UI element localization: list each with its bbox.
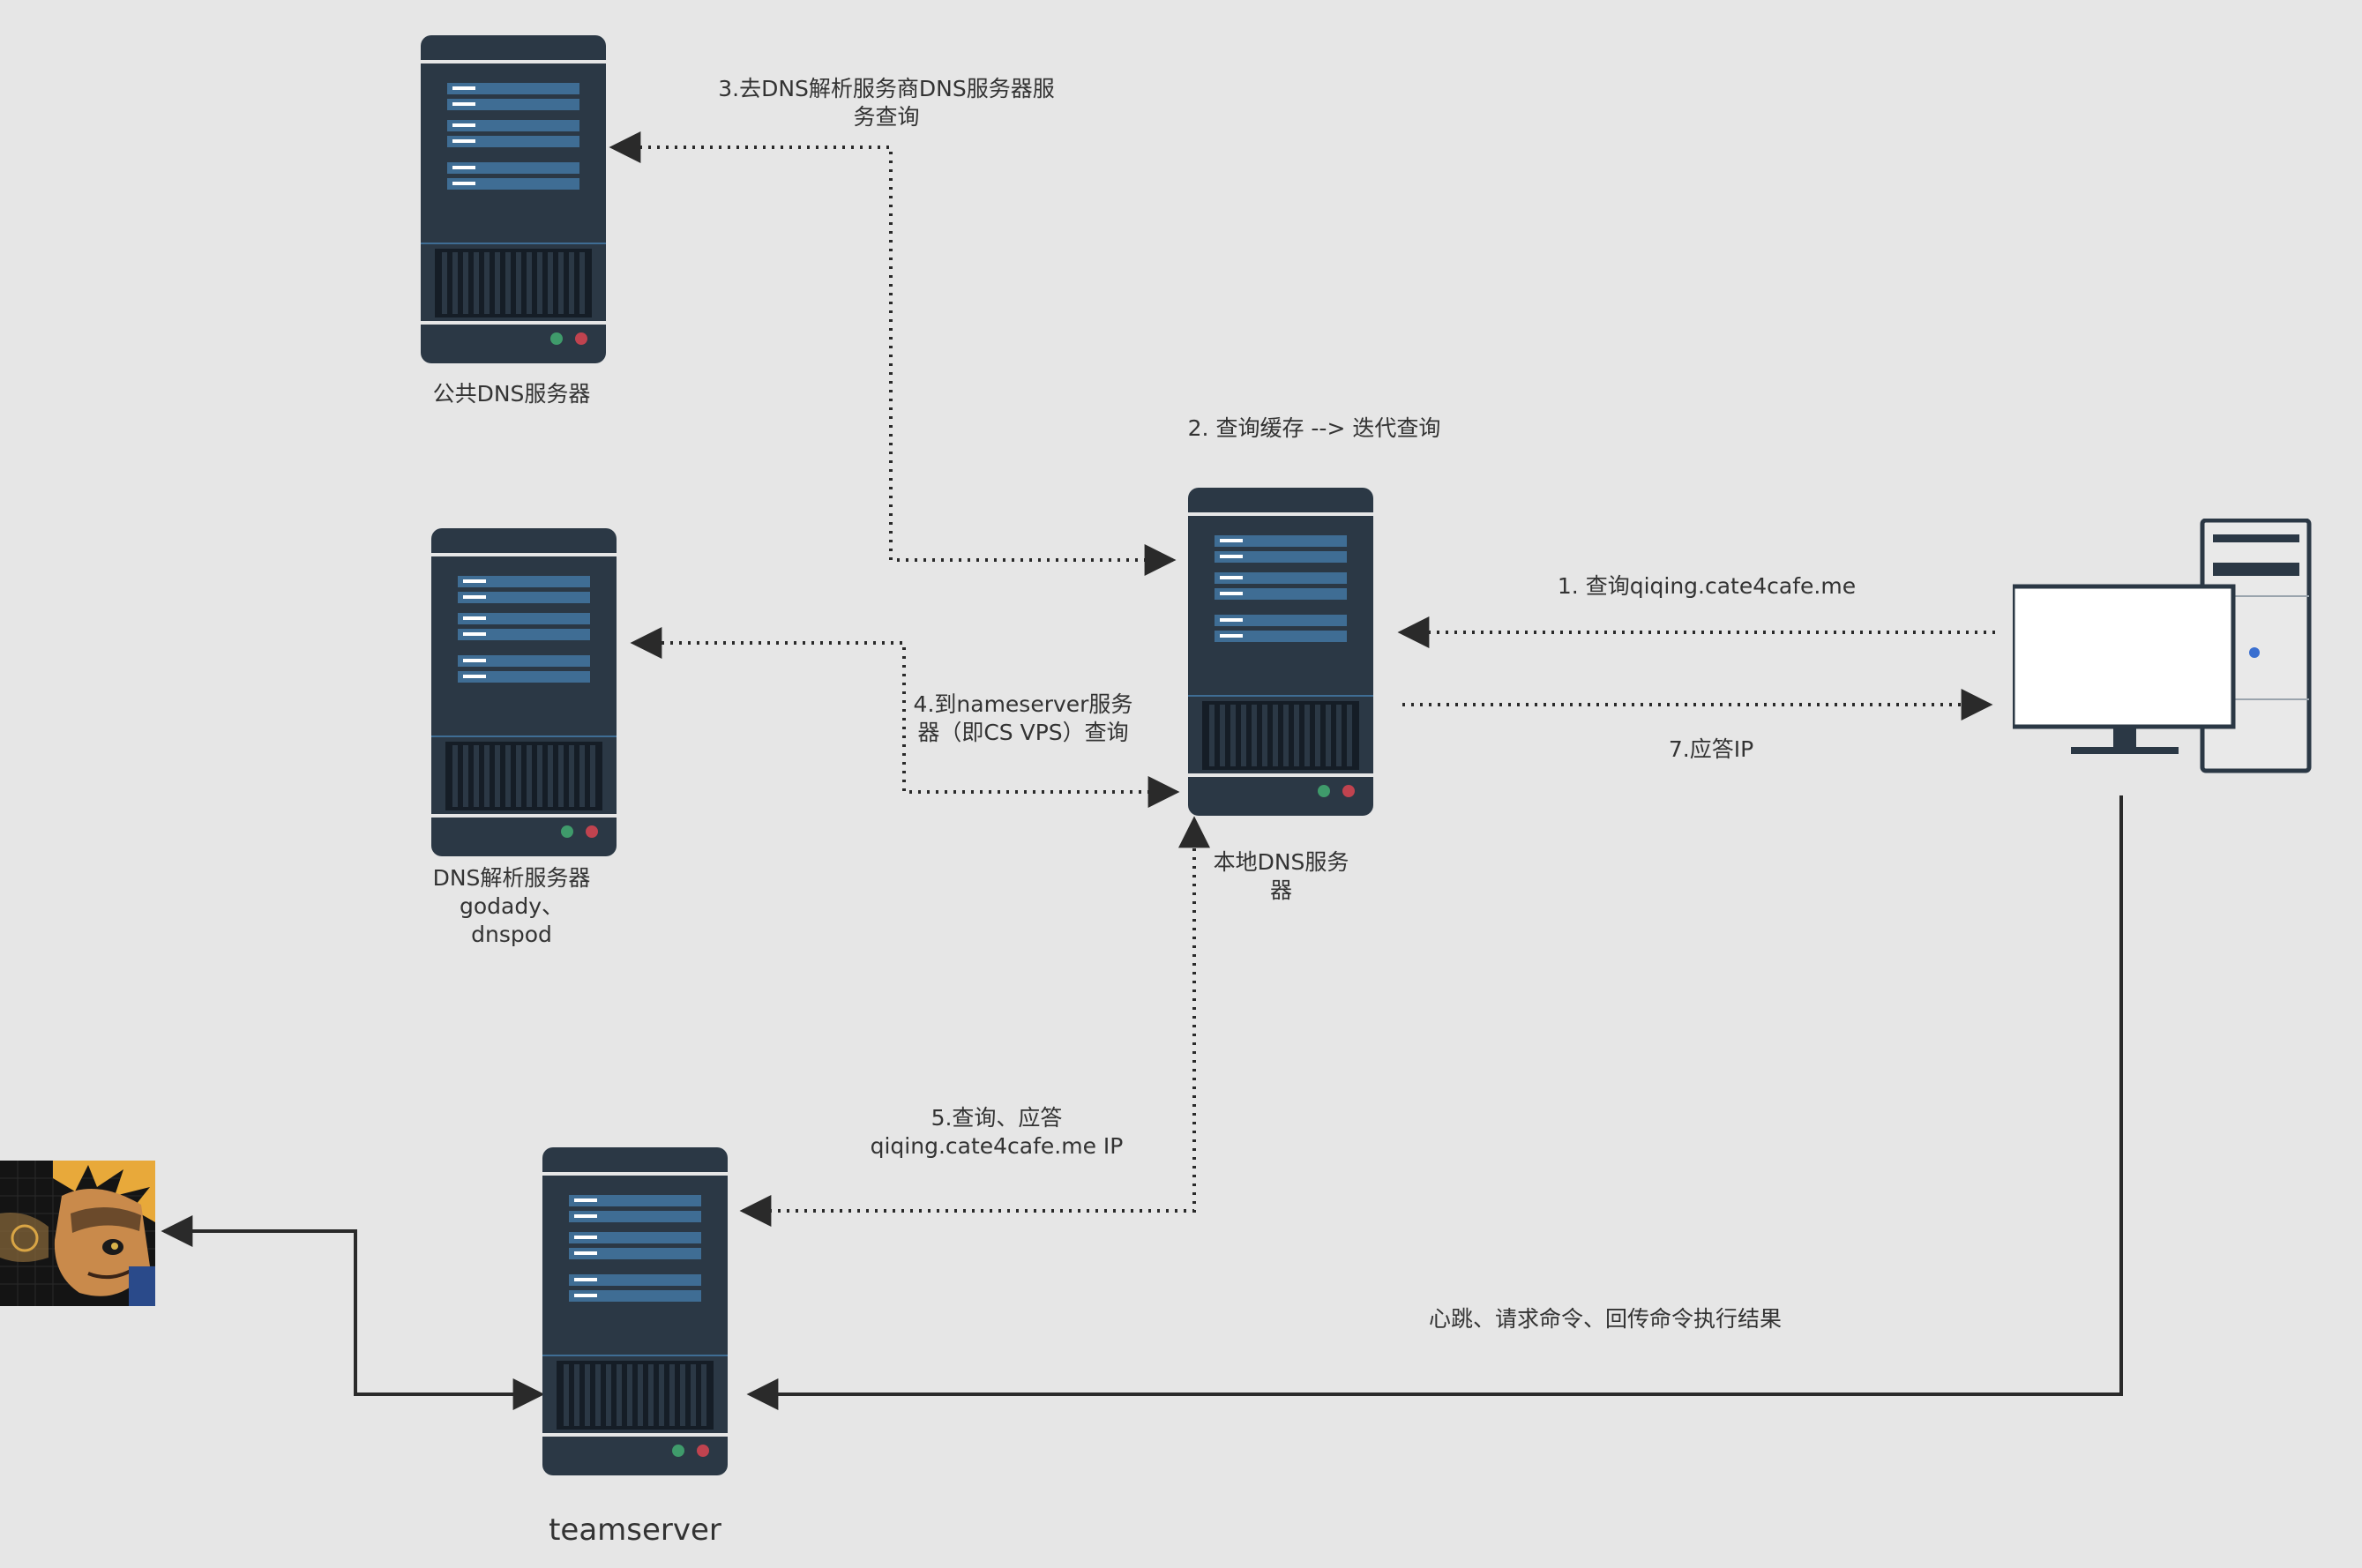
beacon-label: 心跳、请求命令、回传命令执行结果	[1428, 1306, 1782, 1332]
arrow-step5	[739, 816, 1210, 1227]
resolver-dns-caption: DNS解析服务器 godady、 dnspod	[432, 865, 591, 947]
teamserver-icon	[542, 1147, 728, 1475]
arrow-attacker	[161, 1215, 545, 1410]
desktop-computer-icon	[2010, 518, 2313, 774]
step3-label: 3.去DNS解析服务商DNS服务器服 务查询	[718, 76, 1055, 130]
attacker-avatar-icon	[0, 1161, 155, 1306]
public-dns-caption: 公共DNS服务器	[432, 381, 591, 407]
step7-label: 7.应答IP	[1668, 736, 1754, 762]
step1-label: 1. 查询qiqing.cate4cafe.me	[1557, 573, 1857, 599]
teamserver-caption: teamserver	[549, 1512, 721, 1548]
step5-label: 5.查询、应答 qiqing.cate4cafe.me IP	[870, 1105, 1124, 1159]
arrow-beacon	[746, 795, 2123, 1410]
public-dns-server-icon	[421, 35, 606, 363]
step4-label: 4.到nameserver服务 器（即CS VPS）查询	[913, 691, 1133, 745]
local-dns-server-icon	[1188, 488, 1373, 816]
arrow-step4	[630, 627, 1180, 808]
step2-label: 2. 查询缓存 --> 迭代查询	[1187, 415, 1441, 441]
arrow-step3	[609, 131, 1177, 576]
local-dns-caption: 本地DNS服务 器	[1213, 849, 1349, 903]
resolver-dns-server-icon	[431, 528, 617, 856]
